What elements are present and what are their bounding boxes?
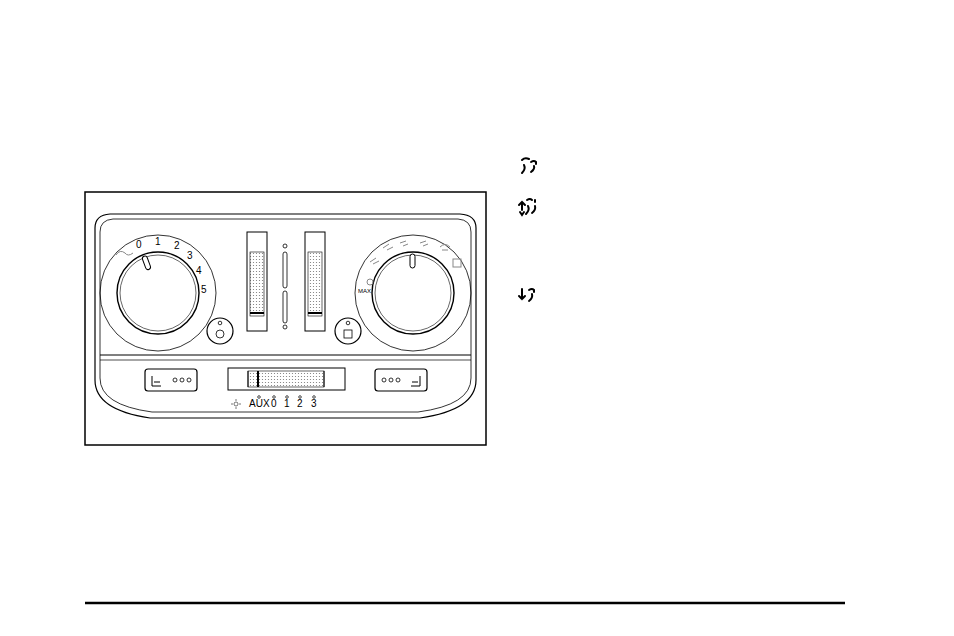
fan-speed-number: 0 — [136, 240, 142, 250]
aux-fan-number: 0 — [271, 399, 277, 409]
fan-speed-number: 3 — [187, 251, 193, 261]
fan-speed-number: 4 — [196, 266, 202, 276]
fan-speed-number: 2 — [174, 241, 180, 251]
aux-fan-label: AUX — [249, 399, 270, 409]
aux-fan-number: 2 — [297, 399, 303, 409]
fan-speed-number: 1 — [155, 237, 161, 247]
fan-speed-number: 5 — [201, 285, 207, 295]
mode-max-label: MAX — [358, 288, 371, 294]
aux-fan-number: 1 — [284, 399, 290, 409]
aux-fan-number: 3 — [311, 399, 317, 409]
